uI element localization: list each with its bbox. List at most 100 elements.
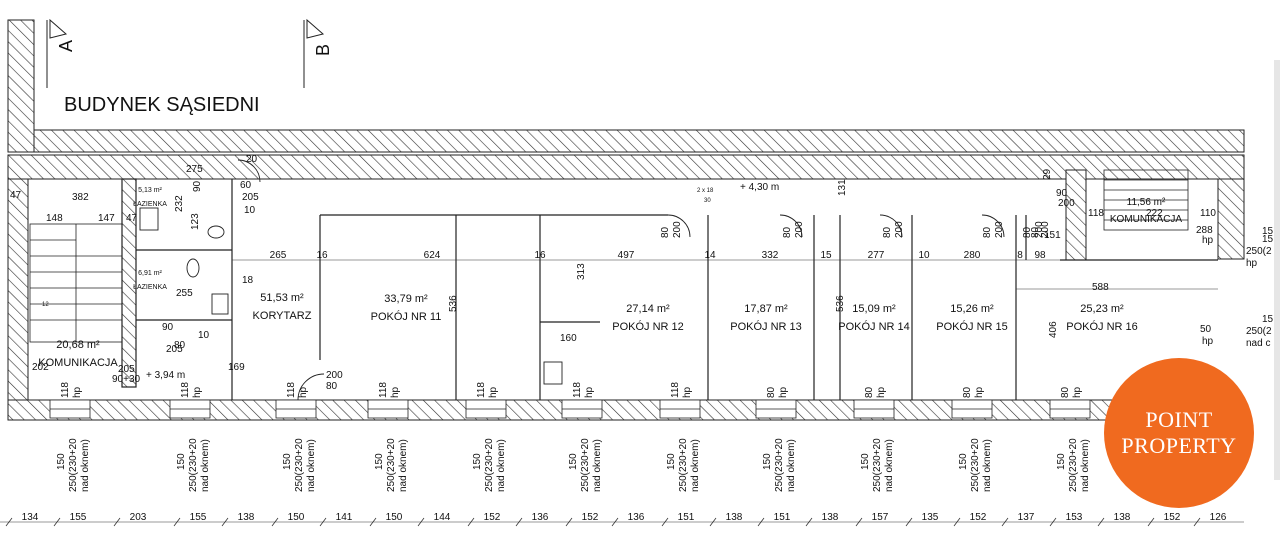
dimension-label: 147 bbox=[98, 213, 115, 224]
dimension-label: 80 bbox=[326, 381, 338, 392]
window-hp: 80 bbox=[864, 386, 875, 398]
dimension-label: 131 bbox=[837, 179, 848, 196]
room-name: POKÓJ NR 14 bbox=[838, 320, 910, 333]
dimension-tick bbox=[173, 517, 181, 527]
bottom-dimension-label: 141 bbox=[336, 512, 353, 523]
room-area: 20,68 m² bbox=[56, 339, 100, 351]
window-note: nad oknem) bbox=[80, 439, 91, 492]
window-hp-unit: hp bbox=[1072, 386, 1083, 398]
dimension-label: 222 bbox=[1146, 208, 1163, 219]
bottom-dimension-label: 136 bbox=[628, 512, 645, 523]
window-note: nad oknem) bbox=[786, 439, 797, 492]
dimension-label: 288 bbox=[1196, 225, 1213, 236]
window-sill: 150 bbox=[282, 453, 293, 470]
window-hp: 118 bbox=[60, 382, 71, 398]
room-area: 15,09 m² bbox=[852, 303, 896, 315]
window-head: 250(230+20 bbox=[580, 438, 591, 492]
bottom-dimension-label: 152 bbox=[484, 512, 501, 523]
window-hp: 118 bbox=[476, 382, 487, 398]
dimension-label: 10 bbox=[918, 250, 930, 261]
dimension-tick bbox=[53, 517, 61, 527]
sink-icon bbox=[543, 361, 563, 385]
room-lazienka-1: 5,13 m² ŁAZIENKA bbox=[133, 187, 167, 208]
interior-walls bbox=[121, 178, 1218, 400]
scrollbar[interactable] bbox=[1274, 60, 1280, 480]
room-pokoj-14: 15,09 m² POKÓJ NR 14 bbox=[838, 303, 910, 333]
window-note: nad oknem) bbox=[884, 439, 895, 492]
dimension-label: 29 bbox=[1042, 168, 1053, 180]
dimension-tick bbox=[855, 517, 863, 527]
building-label: BUDYNEK SĄSIEDNI bbox=[64, 94, 260, 116]
dimension-label: 382 bbox=[72, 192, 89, 203]
dimension-label: 10 bbox=[244, 205, 256, 216]
dimension-label: 15 bbox=[1262, 234, 1274, 245]
dimension-label: 8 bbox=[1017, 250, 1023, 261]
window-hp: 80 bbox=[766, 386, 777, 398]
dimension-label: 14 bbox=[704, 250, 716, 261]
dimension-label: 151 bbox=[1044, 230, 1061, 241]
bottom-dimension-label: 134 bbox=[22, 512, 39, 523]
bottom-dimension-label: 144 bbox=[434, 512, 451, 523]
room-area: 15,26 m² bbox=[950, 303, 994, 315]
dimension-label: 12 bbox=[42, 302, 49, 308]
room-name: POKÓJ NR 16 bbox=[1066, 320, 1138, 333]
sink-icon bbox=[211, 293, 229, 315]
window-sill: 150 bbox=[958, 453, 969, 470]
dimension-label: hp bbox=[1246, 258, 1258, 269]
staircase-left bbox=[29, 223, 123, 343]
window-openings bbox=[49, 399, 1091, 419]
dimension-label: 90 bbox=[192, 180, 203, 192]
window-head: 250(230+20 bbox=[188, 438, 199, 492]
window-sill: 150 bbox=[762, 453, 773, 470]
dimension-label: 90 bbox=[162, 322, 174, 333]
window-head: 250(230+20 bbox=[484, 438, 495, 492]
dimension-tick bbox=[417, 517, 425, 527]
dimension-tick bbox=[757, 517, 765, 527]
bottom-dimension-label: 155 bbox=[70, 512, 87, 523]
sink-icon bbox=[139, 207, 159, 231]
room-area: 5,13 m² bbox=[138, 187, 162, 194]
dimension-tick bbox=[953, 517, 961, 527]
dimension-label: 205 bbox=[242, 192, 259, 203]
window-hp: 118 bbox=[670, 382, 681, 398]
window-hp: 118 bbox=[286, 382, 297, 398]
door-swings bbox=[237, 159, 1005, 401]
dimension-label: 624 bbox=[424, 250, 441, 261]
window-note: nad oknem) bbox=[690, 439, 701, 492]
window-hp-unit: hp bbox=[682, 386, 693, 398]
door-dimension-label: 80 bbox=[660, 226, 671, 238]
window-head: 250(230+20 bbox=[68, 438, 79, 492]
bottom-dimension-label: 151 bbox=[678, 512, 695, 523]
logo-line-2: PROPERTY bbox=[1121, 433, 1237, 458]
window-note: nad oknem) bbox=[496, 439, 507, 492]
room-name: ŁAZIENKA bbox=[133, 201, 167, 208]
door-dimension-label: 200 bbox=[1034, 221, 1045, 238]
dimension-tick bbox=[113, 517, 121, 527]
dimension-label: 123 bbox=[190, 213, 201, 230]
room-name: POKÓJ NR 15 bbox=[936, 320, 1008, 333]
window-sill: 150 bbox=[1056, 453, 1067, 470]
window-sill: 150 bbox=[56, 453, 67, 470]
window-hp-unit: hp bbox=[584, 386, 595, 398]
window-head: 250(230+20 bbox=[1068, 438, 1079, 492]
window-hp-unit: hp bbox=[390, 386, 401, 398]
window-note: nad oknem) bbox=[398, 439, 409, 492]
plan-labels: BUDYNEK SĄSIEDNI A B + 4,30 m + 3,94 m bbox=[56, 40, 779, 381]
dimension-label: 60 bbox=[240, 180, 252, 191]
window-head: 250(230+20 bbox=[970, 438, 981, 492]
dimension-label: 313 bbox=[576, 263, 587, 280]
dimension-label: 332 bbox=[762, 250, 779, 261]
bottom-dimension-label: 150 bbox=[386, 512, 403, 523]
dimension-label: 50 bbox=[1200, 324, 1212, 335]
dimension-label: nad c bbox=[1246, 338, 1270, 349]
window-hp: 80 bbox=[962, 386, 973, 398]
